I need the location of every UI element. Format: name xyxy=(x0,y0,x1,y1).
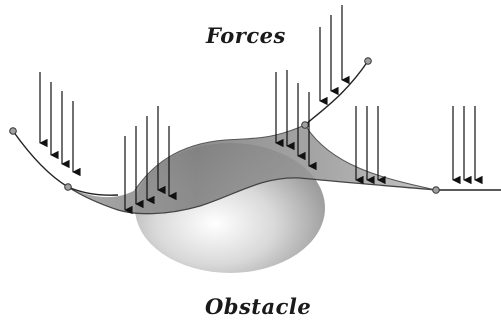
obstacle-label: Obstacle xyxy=(205,294,312,319)
upper-curve xyxy=(304,60,369,126)
control-point-upper-end xyxy=(364,57,372,65)
surface-front-edge xyxy=(304,124,437,191)
surface-top-edge xyxy=(134,124,306,191)
forces-label: Forces xyxy=(206,23,286,48)
surface-bottom-edge xyxy=(67,177,437,215)
control-point-top xyxy=(301,121,309,129)
control-point-left-end xyxy=(9,127,17,135)
force-arrows xyxy=(39,5,483,215)
control-point-right xyxy=(432,186,440,194)
control-point-left xyxy=(64,183,72,191)
